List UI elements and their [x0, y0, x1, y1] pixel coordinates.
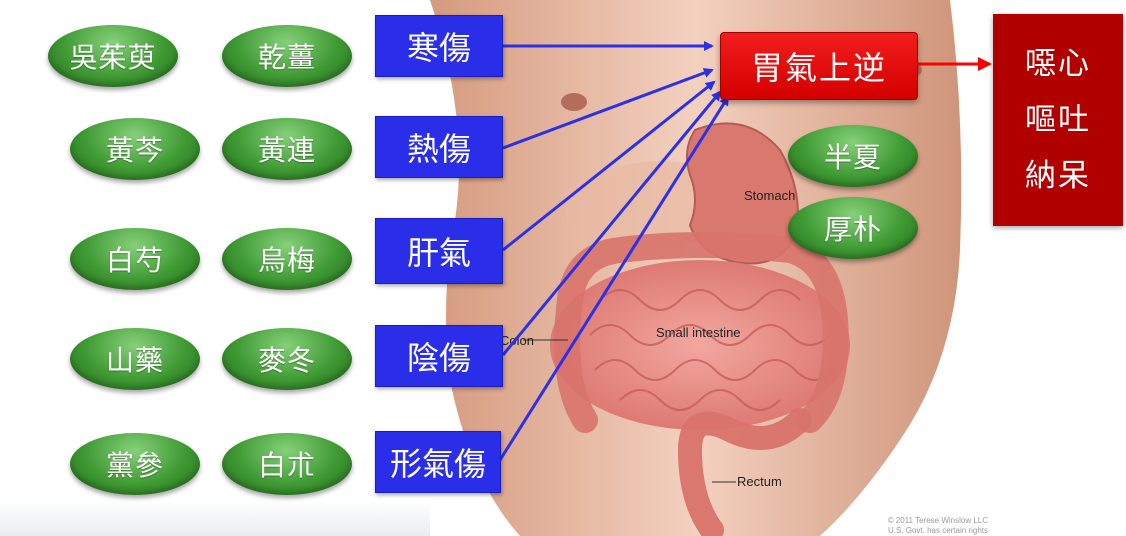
- herb-oval-baizhu: 白朮: [222, 433, 352, 495]
- herb-oval-shanyao: 山藥: [70, 328, 200, 390]
- herb-oval-houpo: 厚朴: [788, 197, 918, 259]
- cause-box-yin: 陰傷: [375, 325, 503, 387]
- herb-oval-baishao: 白芍: [70, 228, 200, 290]
- target-stomach-qi-rebellion: 胃氣上逆: [720, 32, 918, 100]
- herb-oval-banxia: 半夏: [788, 125, 918, 187]
- cause-box-form-qi: 形氣傷: [375, 431, 501, 493]
- cause-box-liver-qi: 肝氣: [375, 218, 503, 284]
- herb-oval-maidong: 麥冬: [222, 328, 352, 390]
- herb-oval-wumei: 烏梅: [222, 228, 352, 290]
- herb-oval-ganjiang: 乾薑: [222, 25, 352, 87]
- cause-box-cold: 寒傷: [375, 15, 503, 77]
- herb-oval-huanglian: 黃連: [222, 118, 352, 180]
- herb-oval-huangqin: 黃芩: [70, 118, 200, 180]
- symptom-anorexia: 納呆: [1025, 148, 1091, 204]
- herb-oval-dangshen: 黨參: [70, 433, 200, 495]
- arrow-form-to-target: [500, 97, 728, 460]
- symptom-nausea: 噁心: [1025, 36, 1091, 92]
- cause-box-heat: 熱傷: [375, 116, 503, 178]
- symptoms-box: 噁心 嘔吐 納呆: [993, 14, 1123, 226]
- symptom-vomiting: 嘔吐: [1025, 92, 1091, 148]
- herb-oval-wuzhuyu: 吳茱萸: [48, 25, 178, 87]
